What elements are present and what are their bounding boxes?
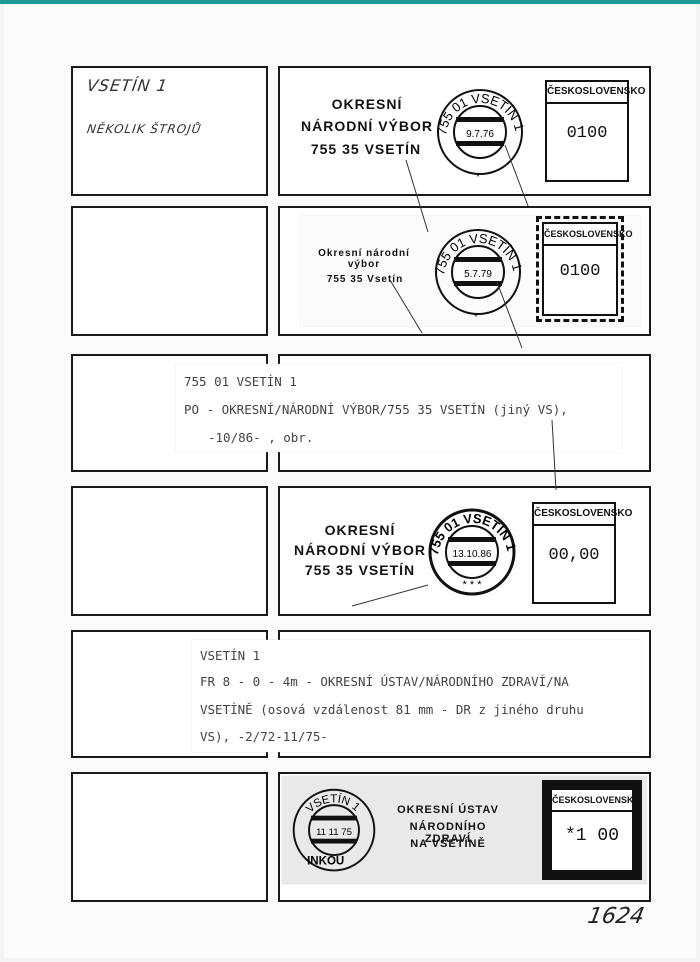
typed-label-2: VSETÍN 1 FR 8 - 0 - 4m - OKRESNÍ ÚSTAV/N… (192, 640, 642, 752)
stamp2-postmark: 755 01 VSETÍN 1 5.7.79 * (432, 229, 525, 323)
stamp2-meter: ČESKOSLOVENSKO 0100 (542, 222, 633, 316)
stamp3-org-line-1: OKRESNÍ (324, 522, 396, 538)
stamp1-postmark: 755 01 VSETÍN 1 9.7.76 * (434, 89, 527, 183)
stamp1-org-line-3: 755 35 VSETÍN (310, 141, 422, 157)
stamp4-postmark: VSETÍN 1 11 11 75 INKOU (292, 788, 376, 872)
note-line-2: NĚKOLIK ŠTROJŮ (86, 122, 203, 136)
stamp4-org-line-3: NA VSETÍNĚ (410, 838, 486, 850)
note-line-1: VSETÍN 1 (85, 76, 170, 95)
stamp2-org-line-1: Okresní národní výbor (318, 248, 410, 270)
stamp4-meter: ČESKOSLOVENSKO *1 00 (550, 788, 641, 872)
stamp1-meter-header: ČESKOSLOVENSKO (547, 82, 645, 104)
svg-text:* * *: * * * (463, 579, 483, 591)
page-number: 1624 (585, 904, 647, 929)
stamp3-org-line-3: 755 35 VSETÍN (304, 562, 416, 578)
typed1-line-3: -10/86- , obr. (208, 430, 314, 445)
row6-note-cell (71, 772, 268, 902)
svg-text:*: * (474, 312, 478, 323)
stamp3-org-line-2: NÁRODNÍ VÝBOR (293, 542, 426, 558)
typed2-line-3: VSETÍNĚ (osová vzdálenost 81 mm - DR z j… (200, 702, 584, 717)
row2-note-cell (71, 206, 268, 336)
svg-text:*: * (476, 172, 480, 183)
typed1-line-2: PO - OKRESNÍ/NÁRODNÍ VÝBOR/755 35 VSETÍN… (184, 402, 568, 417)
stamp4-meter-header: ČESKOSLOVENSKO (552, 790, 641, 812)
row4-note-cell (71, 486, 268, 616)
stamp4-postmark-bottom: INKOU (307, 856, 344, 868)
stamp1-meter: ČESKOSLOVENSKO 0100 (545, 80, 645, 182)
top-edge-strip (0, 0, 700, 4)
stamp4-org-line-1: OKRESNÍ ÚSTAV (397, 804, 499, 816)
stamp1-org-line-1: OKRESNÍ (331, 96, 403, 112)
stamp2-org-line-2: 755 35 Vsetín (326, 274, 404, 285)
typed2-line-2: FR 8 - 0 - 4m - OKRESNÍ ÚSTAV/NÁRODNÍHO … (200, 674, 569, 689)
typed-label-1: 755 01 VSETÍN 1 PO - OKRESNÍ/NÁRODNÍ VÝB… (176, 364, 622, 452)
row4-stamp-cell: OKRESNÍ NÁRODNÍ VÝBOR 755 35 VSETÍN 755 … (278, 486, 651, 616)
stamp1-org-line-2: NÁRODNÍ VÝBOR (300, 118, 433, 134)
stamp4-meter-value: *1 00 (564, 826, 619, 846)
row1-stamp-cell: OKRESNÍ NÁRODNÍ VÝBOR 755 35 VSETÍN 755 … (278, 66, 651, 196)
stamp1-meter-value: 0100 (566, 124, 608, 143)
typed1-line-1: 755 01 VSETÍN 1 (184, 374, 297, 389)
stamp3-meter-value: 00,00 (548, 546, 600, 565)
row6-stamp-cell: VSETÍN 1 11 11 75 INKOU OKRESNÍ ÚSTAV NÁ… (278, 772, 651, 902)
row2-stamp-cell: Okresní národní výbor 755 35 Vsetín 755 … (278, 206, 651, 336)
stamp2-date: 5.7.79 (464, 269, 492, 280)
stamp2-meter-frame (536, 216, 624, 322)
row1-note-cell: VSETÍN 1 NĚKOLIK ŠTROJŮ (71, 66, 268, 196)
stamp3-date: 13.10.86 (453, 549, 492, 560)
typed2-line-1: VSETÍN 1 (200, 648, 261, 663)
stamp3-meter-header: ČESKOSLOVENSKO (534, 504, 632, 526)
stamp1-date: 9.7.76 (466, 129, 494, 140)
typed2-line-4: VS), -2/72-11/75- (200, 729, 328, 744)
stamp3-meter: ČESKOSLOVENSKO 00,00 (532, 502, 632, 604)
stamp4-date: 11 11 75 (316, 827, 352, 838)
stamp3-postmark: 755 01 VSETÍN 1 13.10.86 * * * (426, 508, 519, 596)
stamp2-meter-value: 0100 (559, 262, 601, 281)
stamp4-org-line-2: NÁRODNÍHO ZDRAVÍ (409, 821, 487, 845)
stamp2-meter-header: ČESKOSLOVENSKO (544, 224, 633, 246)
